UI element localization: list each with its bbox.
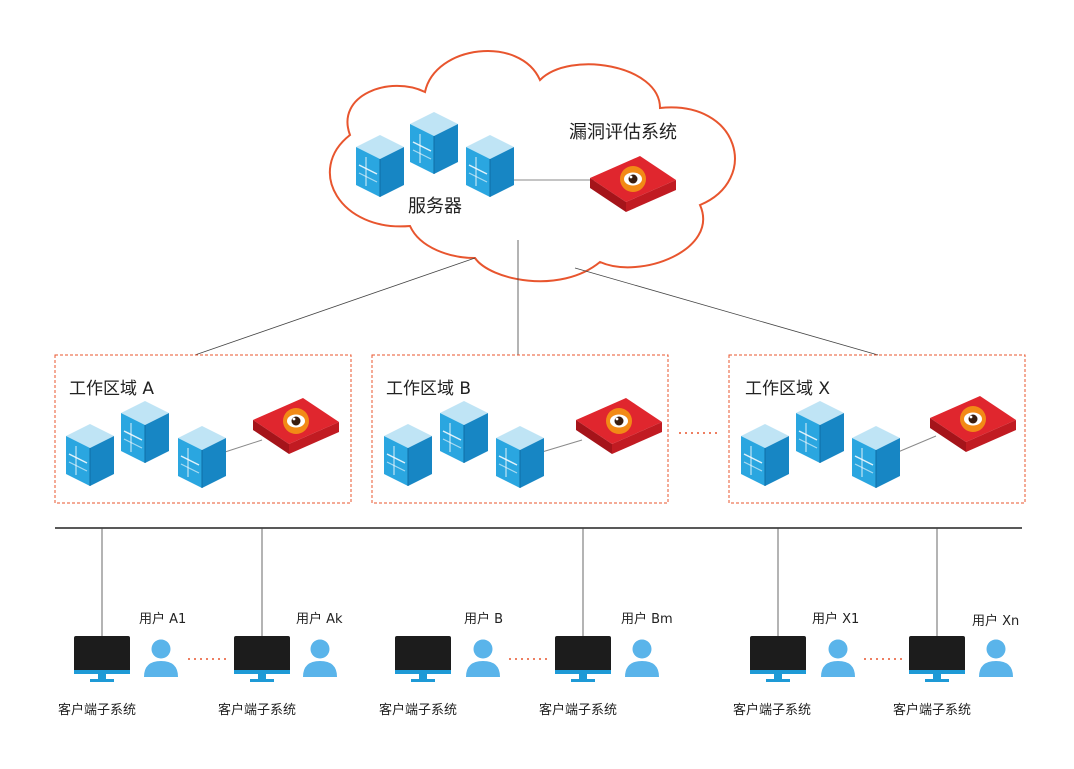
zone-a-box (54, 354, 352, 504)
zone-x-title: 工作区域 X (745, 379, 831, 399)
server-cube-icon (465, 134, 515, 198)
user-label: 用户 Ak (296, 612, 343, 627)
server-cube-icon (383, 423, 433, 487)
user-label: 用户 A1 (139, 612, 187, 627)
monitor-icon (395, 636, 451, 682)
server-cube-icon (495, 425, 545, 489)
user-label: 用户 B (464, 612, 504, 627)
eye-scanner-icon (253, 398, 339, 454)
client-label: 客户端子系统 (539, 703, 618, 718)
server-cube-icon (851, 425, 901, 489)
monitor-icon (234, 636, 290, 682)
monitor-icon (74, 636, 130, 682)
user-label: 用户 Xn (972, 614, 1020, 629)
servers-label: 服务器 (408, 196, 462, 217)
zone-b-title: 工作区域 B (386, 379, 472, 399)
user-label: 用户 Bm (621, 612, 673, 627)
client-label: 客户端子系统 (733, 703, 812, 718)
client-label: 客户端子系统 (893, 703, 972, 718)
zone-x-box (728, 354, 1026, 504)
eye-scanner-icon (930, 396, 1016, 452)
server-cube-icon (409, 111, 459, 175)
monitor-icon (555, 636, 611, 682)
monitor-icon (750, 636, 806, 682)
client-label: 客户端子系统 (379, 703, 458, 718)
server-cube-icon (795, 400, 845, 464)
user-icon (625, 639, 659, 677)
server-cube-icon (439, 400, 489, 464)
user-icon (821, 639, 855, 677)
user-icon (979, 639, 1013, 677)
client-label: 客户端子系统 (58, 703, 137, 718)
cloud-outline (329, 50, 736, 283)
zone-b-box (371, 354, 669, 504)
user-icon (303, 639, 337, 677)
server-cube-icon (355, 134, 405, 198)
server-cube-icon (120, 400, 170, 464)
server-cube-icon (65, 423, 115, 487)
zone-a-title: 工作区域 A (69, 379, 155, 399)
eye-scanner-icon (576, 398, 662, 454)
client-label: 客户端子系统 (218, 703, 297, 718)
user-label: 用户 X1 (812, 612, 860, 627)
user-icon (466, 639, 500, 677)
server-cube-icon (740, 423, 790, 487)
user-icon (144, 639, 178, 677)
scanner-label: 漏洞评估系统 (569, 122, 677, 143)
monitor-icon (909, 636, 965, 682)
server-cube-icon (177, 425, 227, 489)
